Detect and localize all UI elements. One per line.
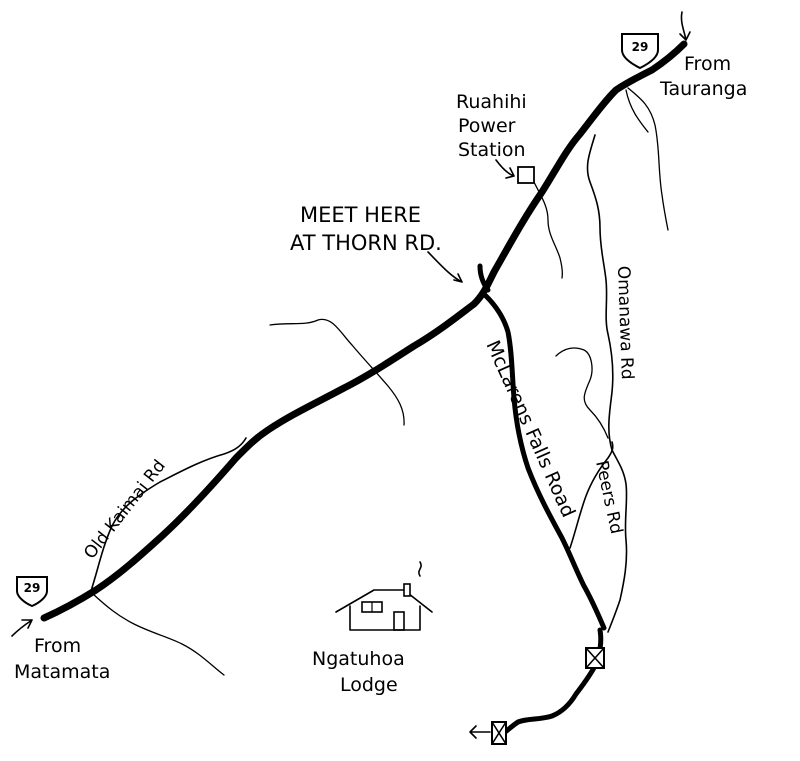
- arrow-icon: [495, 159, 515, 179]
- rivers: [92, 87, 669, 676]
- highway-shield-icon: 29: [16, 576, 48, 608]
- svg-text:Lodge: Lodge: [340, 674, 398, 696]
- arrow-icon: [11, 619, 33, 637]
- power-station-label: Ruahihi Power Station: [456, 91, 527, 161]
- svg-text:Station: Station: [458, 139, 526, 161]
- omanawa-road: [586, 134, 628, 633]
- omanawa-rd-label: Omanawa Rd: [613, 265, 637, 380]
- mclarens-falls-road: [483, 293, 607, 631]
- power-station-square-icon: [517, 166, 535, 184]
- house-icon: [335, 561, 433, 631]
- shield-number-south: 29: [24, 581, 41, 595]
- svg-text:MEET HERE: MEET HERE: [300, 203, 421, 227]
- meet-here-label: MEET HERE AT THORN RD.: [290, 203, 442, 255]
- highway-29: [40, 40, 688, 622]
- svg-text:From: From: [34, 635, 81, 657]
- svg-text:Matamata: Matamata: [14, 661, 110, 683]
- southern-track: [502, 627, 604, 735]
- from-tauranga-label: From Tauranga: [659, 53, 747, 100]
- thorn-road-stub: [477, 263, 491, 293]
- svg-text:AT THORN RD.: AT THORN RD.: [290, 231, 442, 255]
- river-south-west: [92, 593, 225, 676]
- lodge-label: Ngatuhoa Lodge: [312, 648, 405, 696]
- arrow-icon: [679, 11, 691, 41]
- svg-text:Tauranga: Tauranga: [659, 78, 747, 100]
- peers-road: [569, 441, 614, 549]
- river-north-east: [627, 87, 669, 231]
- highway-shield-icon: 29: [621, 33, 659, 70]
- river-west: [269, 318, 405, 426]
- arrow-icon: [469, 725, 491, 739]
- svg-text:Ruahihi: Ruahihi: [456, 91, 527, 113]
- old-kaimai-road: [89, 437, 247, 595]
- river-near-station: [531, 177, 564, 279]
- arrow-icon: [427, 251, 463, 283]
- svg-text:Ngatuhoa: Ngatuhoa: [312, 648, 405, 670]
- gate-icon: [491, 721, 507, 745]
- old-kaimai-rd-label: Old Kaimai Rd: [80, 456, 170, 563]
- svg-text:Power: Power: [458, 115, 516, 137]
- river-omanawa-west: [555, 347, 609, 439]
- gate-icon: [585, 647, 605, 669]
- mclarens-falls-road-label: McLarens Falls Road: [481, 337, 579, 521]
- minor-roads: [89, 134, 628, 633]
- river-north-east-branch: [625, 89, 649, 133]
- shield-number-north: 29: [632, 40, 649, 54]
- from-matamata-label: From Matamata: [14, 635, 110, 683]
- peers-rd-label: Peers Rd: [591, 459, 626, 536]
- svg-text:From: From: [684, 53, 731, 75]
